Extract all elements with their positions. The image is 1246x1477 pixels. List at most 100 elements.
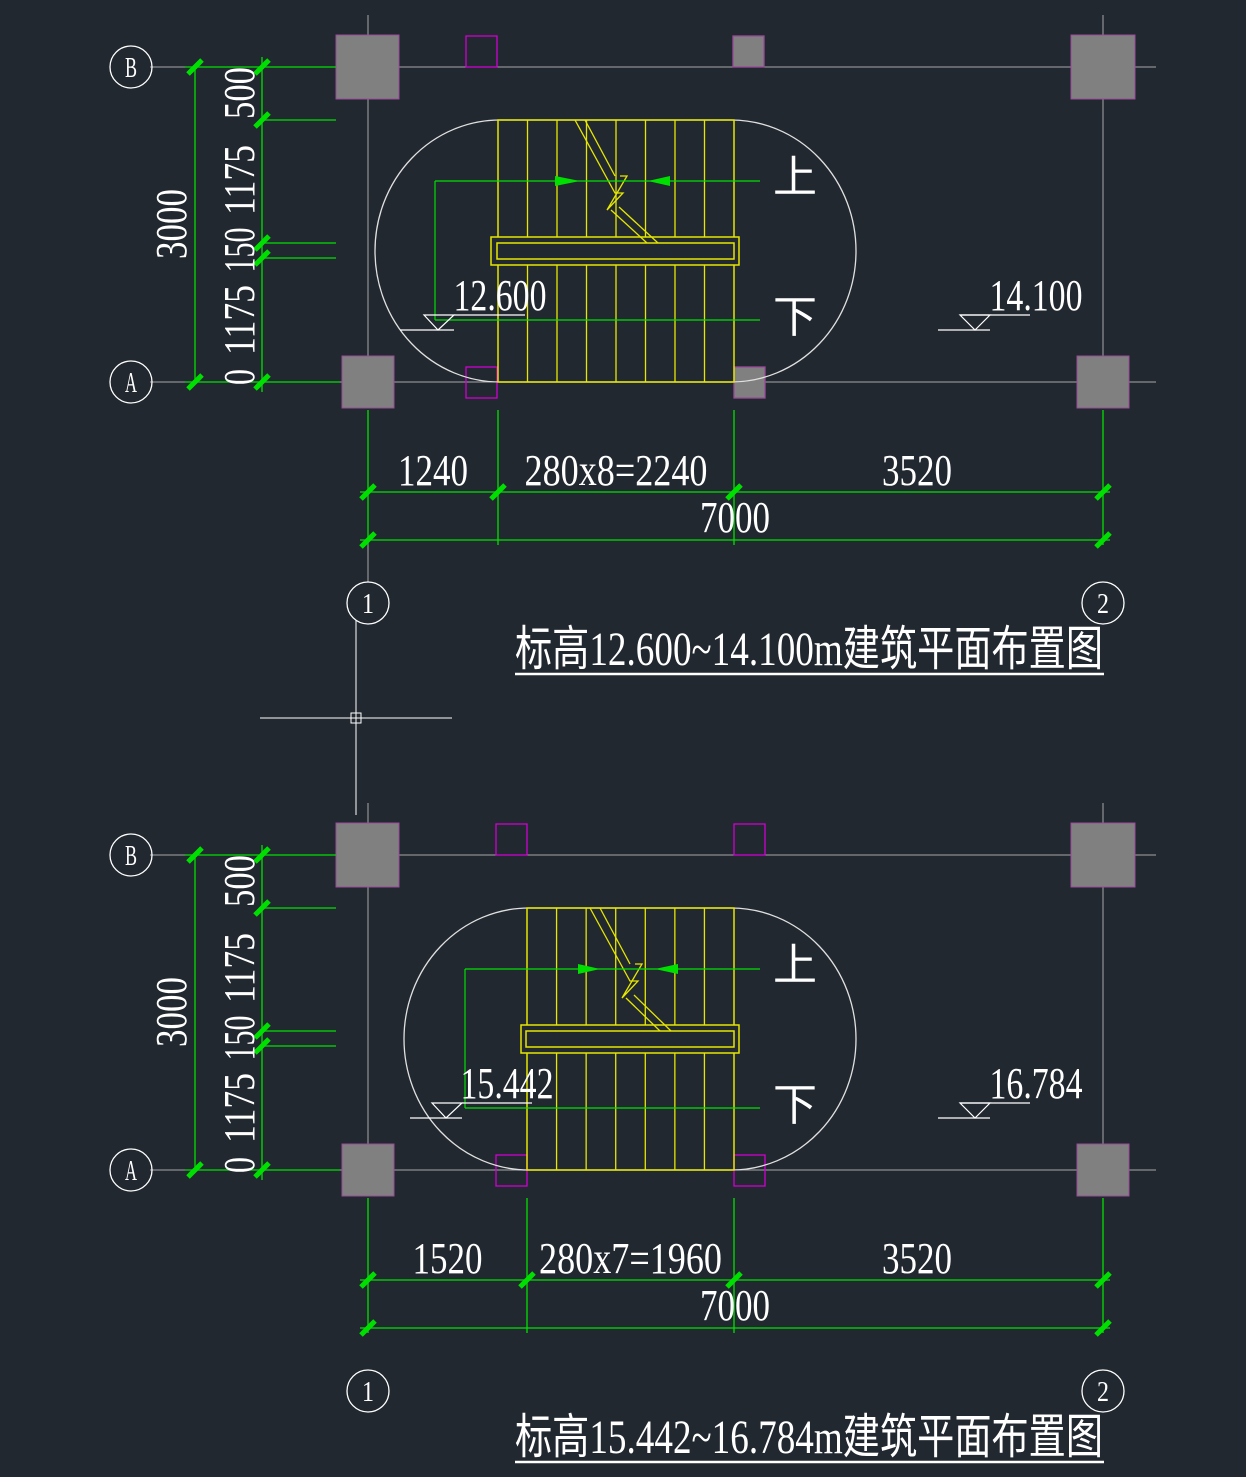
dim-vertical-2: 150 [215,228,264,273]
dim-vertical-2: 150 [215,1016,264,1061]
dim-vertical-1: 1175 [215,145,264,215]
landing-beam-outer [490,236,740,266]
dim-vertical-4: 0 [215,1157,264,1173]
dim-total-horizontal: 7000 [700,493,770,542]
axis-bubble-A-label: A [125,1156,137,1187]
axis-bubble-2-label: 2 [1097,1377,1109,1408]
axis-bubble-2 [1081,581,1125,625]
dimension-tick [725,483,743,501]
arrow-right-icon [555,176,580,186]
axis-bubble-B [109,833,153,877]
dimension-tick [359,1271,377,1289]
dim-vertical-4: 0 [215,369,264,385]
column-3 [1076,1143,1130,1197]
axis-bubble-A [109,1148,153,1192]
axis-bubble-1-label: 1 [362,589,374,620]
dimension-tick [253,899,271,917]
post-1 [732,35,765,68]
dim-vertical-3: 1175 [215,1073,264,1143]
plan-title: 标高12.600~14.100m建筑平面布置图 [515,623,1103,676]
column-0 [335,34,400,100]
level-left-value: 15.442 [461,1059,554,1108]
dimension-tick [359,531,377,549]
level-right-value: 16.784 [990,1059,1083,1108]
dim-horizontal-0: 1520 [413,1234,483,1283]
landing-beam-inner [496,242,735,260]
level-left-value: 12.600 [454,271,547,320]
dimension-tick [186,846,204,864]
level-mark-left-icon [422,314,456,331]
column-0 [335,822,400,888]
axis-bubble-1 [346,1369,390,1413]
dimension-tick [1094,531,1112,549]
dimension-tick [489,483,507,501]
axis-bubble-A-label: A [125,368,137,399]
axis-bubble-2-label: 2 [1097,589,1109,620]
arrow-right-icon [578,964,600,974]
dimension-tick [1094,483,1112,501]
dimension-tick [253,373,271,391]
label-down: 下 [773,293,817,342]
break-line-c [625,997,661,1032]
level-mark-left-icon [430,1102,464,1119]
dimension-tick [1094,1319,1112,1337]
landing-beam-inner [525,1030,735,1048]
dimension-tick [359,483,377,501]
break-line-d [633,994,672,1032]
dimension-tick [253,1022,271,1040]
level-right-value: 14.100 [990,271,1083,320]
column-2 [341,355,395,409]
post-0 [465,35,498,68]
arrow-left-icon [648,176,670,186]
label-up: 上 [773,941,817,990]
dim-vertical-1: 1175 [215,933,264,1003]
break-line-d [618,206,659,244]
axis-bubble-1-label: 1 [362,1377,374,1408]
break-line-b [584,119,616,177]
dimension-tick [1094,1271,1112,1289]
post-0 [495,823,528,856]
dim-total-vertical: 3000 [147,977,196,1047]
dim-horizontal-1: 280x7=1960 [539,1234,722,1283]
dim-vertical-0: 500 [215,855,264,907]
break-line-a [574,119,629,211]
label-up: 上 [773,153,817,202]
dim-horizontal-0: 1240 [398,446,468,495]
level-mark-right-icon [958,314,992,331]
dimension-tick [253,234,271,252]
dimension-tick [253,249,271,267]
dim-vertical-3: 1175 [215,285,264,355]
post-1 [733,823,766,856]
label-down: 下 [773,1081,817,1130]
dimension-tick [186,58,204,76]
dimension-tick [253,1037,271,1055]
arrow-left-icon [655,964,678,974]
break-line-c [610,209,648,244]
plan-title: 标高15.442~16.784m建筑平面布置图 [515,1411,1103,1464]
break-line-b [599,907,631,965]
axis-bubble-B-label: B [125,53,137,84]
crosshair-cursor [260,620,452,815]
axis-bubble-2 [1081,1369,1125,1413]
dimension-tick [518,1271,536,1289]
column-3 [1076,355,1130,409]
column-1 [1070,34,1136,100]
dim-horizontal-1: 280x8=2240 [525,446,708,495]
dimension-tick [359,1319,377,1337]
axis-bubble-B [109,45,153,89]
axis-bubble-A [109,360,153,404]
dim-total-horizontal: 7000 [700,1281,770,1330]
post-3 [733,366,766,399]
landing-beam-outer [520,1024,740,1054]
dimension-tick [186,1161,204,1179]
axis-bubble-1 [346,581,390,625]
level-mark-right-icon [958,1102,992,1119]
dimension-tick [253,58,271,76]
dimension-tick [253,111,271,129]
dim-vertical-0: 500 [215,67,264,119]
dimension-tick [725,1271,743,1289]
